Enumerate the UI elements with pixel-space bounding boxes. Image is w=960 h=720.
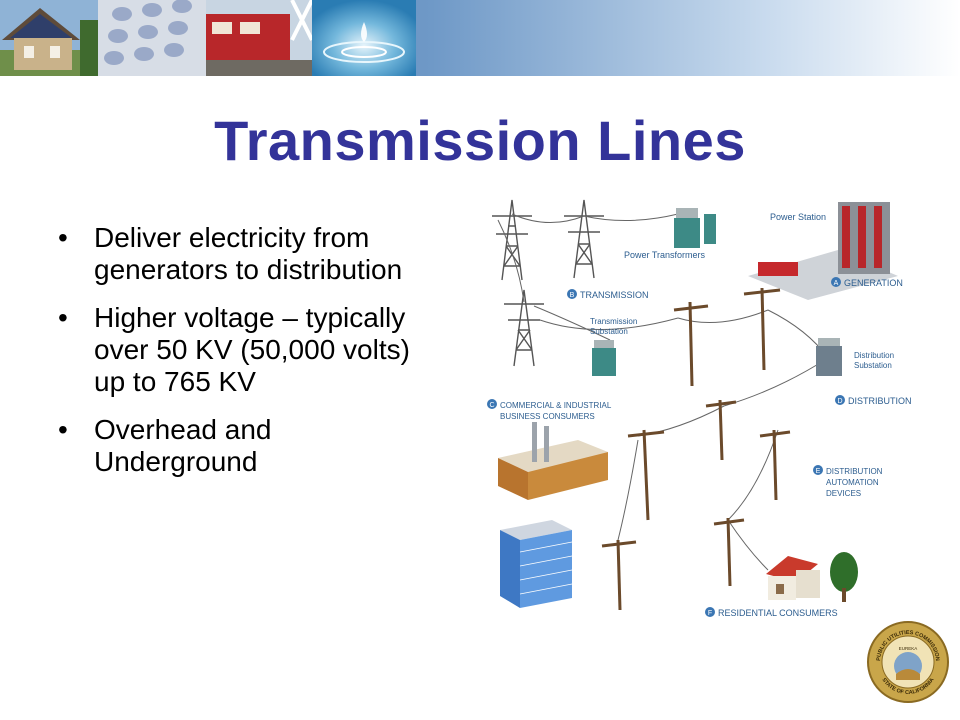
bullet-item: • Deliver electricity from generators to … [58,222,428,286]
label-automation-1: DISTRIBUTION [826,467,883,476]
label-distribution: DISTRIBUTION [848,396,912,406]
label-generation: GENERATION [844,278,903,288]
label-distribution-substation-1: Distribution [854,351,894,360]
bullet-text: Overhead and Underground [94,414,272,477]
label-distribution-substation-2: Substation [854,361,892,370]
label-transmission: TRANSMISSION [580,290,649,300]
train-crossing-photo [206,0,314,76]
power-grid-diagram: Power Station Power Transformers A GENER… [478,190,918,630]
bullet-item: • Overhead and Underground [58,414,428,478]
label-commercial-2: BUSINESS CONSUMERS [500,412,595,421]
bullet-glyph: • [58,414,68,445]
house-icon [766,556,820,600]
bullet-glyph: • [58,222,68,253]
badge-b-letter: B [570,292,575,299]
badge-a [831,277,841,287]
factory-icon [498,422,608,500]
badge-b [567,289,577,299]
office-building-icon [500,520,573,608]
utility-pole-icon [601,287,791,611]
bullet-item: • Higher voltage – typically over 50 KV (… [58,302,428,398]
distribution-substation-icon [816,338,842,376]
badge-a-letter: A [834,280,839,287]
badge-c [487,399,497,409]
transmission-substation-icon [592,340,616,376]
house-solar-photo [0,0,98,76]
badge-e-letter: E [816,468,821,475]
label-power-transformers: Power Transformers [624,250,706,260]
seal-motto: EUREKA [899,646,918,651]
label-commercial-1: COMMERCIAL & INDUSTRIAL [500,401,612,410]
label-residential: RESIDENTIAL CONSUMERS [718,608,838,618]
header-banner [0,0,960,76]
power-transformer-icon [674,208,716,248]
transmission-tower-icon [492,199,604,367]
badge-d-letter: D [837,398,842,405]
label-transmission-substation-1: Transmission [590,317,637,326]
tree-icon [830,552,858,602]
bullet-glyph: • [58,302,68,333]
label-power-station: Power Station [770,212,826,222]
badge-c-letter: C [489,402,494,409]
bullet-text: Deliver electricity from generators to d… [94,222,403,285]
bullet-text: Higher voltage – typically over 50 KV (5… [94,302,410,397]
label-transmission-substation-2: Substation [590,327,628,336]
power-station-icon [748,202,898,300]
badge-f-letter: F [708,610,712,617]
bullet-list: • Deliver electricity from generators to … [58,222,428,494]
label-automation-2: AUTOMATION [826,478,879,487]
california-puc-seal: PUBLIC UTILITIES COMMISSION STATE OF CAL… [866,620,950,704]
badge-d [835,395,845,405]
badge-f [705,607,715,617]
phone-keypad-photo [98,0,206,76]
label-automation-3: DEVICES [826,489,861,498]
water-drop-photo [312,0,416,76]
slide-title: Transmission Lines [214,109,746,172]
badge-e [813,465,823,475]
